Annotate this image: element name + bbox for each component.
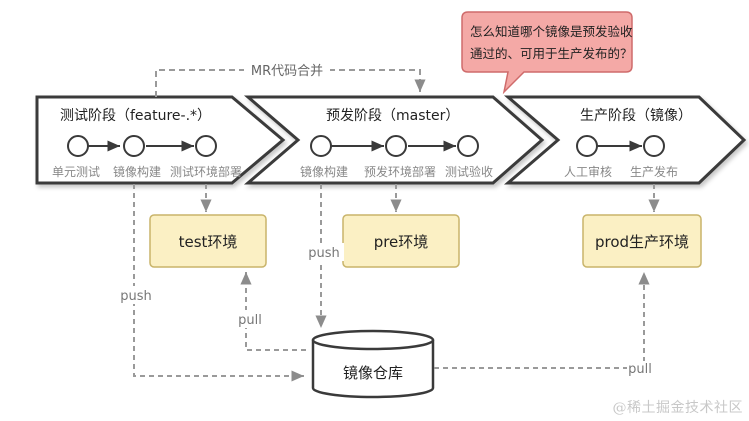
step-node-image-build [310,135,332,157]
registry-label: 镜像仓库 [343,364,403,382]
watermark: @稀土掘金技术社区 [612,400,743,416]
push-pre-label-bg [304,243,344,261]
step-node-test-deploy [195,135,217,157]
step-label: 镜像构建 [300,164,348,179]
step-node-manual-review [576,135,598,157]
env-box-pre [342,214,460,268]
step-label: 测试环境部署 [170,164,242,179]
step-node-pre-deploy [385,135,407,157]
pull-prod-label-bg [627,361,659,377]
merge-label-bg [244,60,330,80]
push-test-label-bg [116,286,156,304]
push-arrow-test [133,184,304,382]
step-node-unit-test [67,135,89,157]
env-box-test [149,214,267,268]
env-box-prod [582,214,702,268]
pull-arrow-test [240,272,306,351]
stage-title-test: 测试阶段（feature-.*） [60,108,211,124]
merge-arrow [155,69,426,97]
stage-title-prod: 生产阶段（镜像） [580,108,692,124]
question-line-2: 通过的、可用于生产发布的？ [470,46,633,61]
step-label: 生产发布 [630,164,678,179]
pull-test-label-bg [234,310,266,328]
pull-test-label: pull [238,313,262,328]
env-label-pre: pre环境 [374,233,429,251]
push-test-label: push [120,289,152,304]
pull-prod-label: pull [628,362,652,377]
stage-chevron-prod [503,95,747,185]
registry-cylinder [311,329,435,399]
step-label: 测试验收 [445,164,493,179]
step-label: 镜像构建 [113,164,161,179]
pull-arrow-prod [434,272,650,369]
step-node-image-build [123,135,145,157]
question-callout [461,11,633,95]
step-node-prod-release [643,135,665,157]
stage-chevron-test [35,95,286,185]
push-pre-label: push [308,246,340,261]
step-node-acceptance [457,135,479,157]
step-label: 单元测试 [52,164,100,179]
stage-title-pre: 预发阶段（master） [326,108,459,124]
step-label: 预发环境部署 [364,164,436,179]
merge-label: MR代码合并 [251,64,323,79]
env-label-test: test环境 [179,233,238,251]
env-label-prod: prod生产环境 [595,233,689,251]
question-line-1: 怎么知道哪个镜像是预发验收 [470,24,633,39]
step-label: 人工审核 [564,164,612,179]
